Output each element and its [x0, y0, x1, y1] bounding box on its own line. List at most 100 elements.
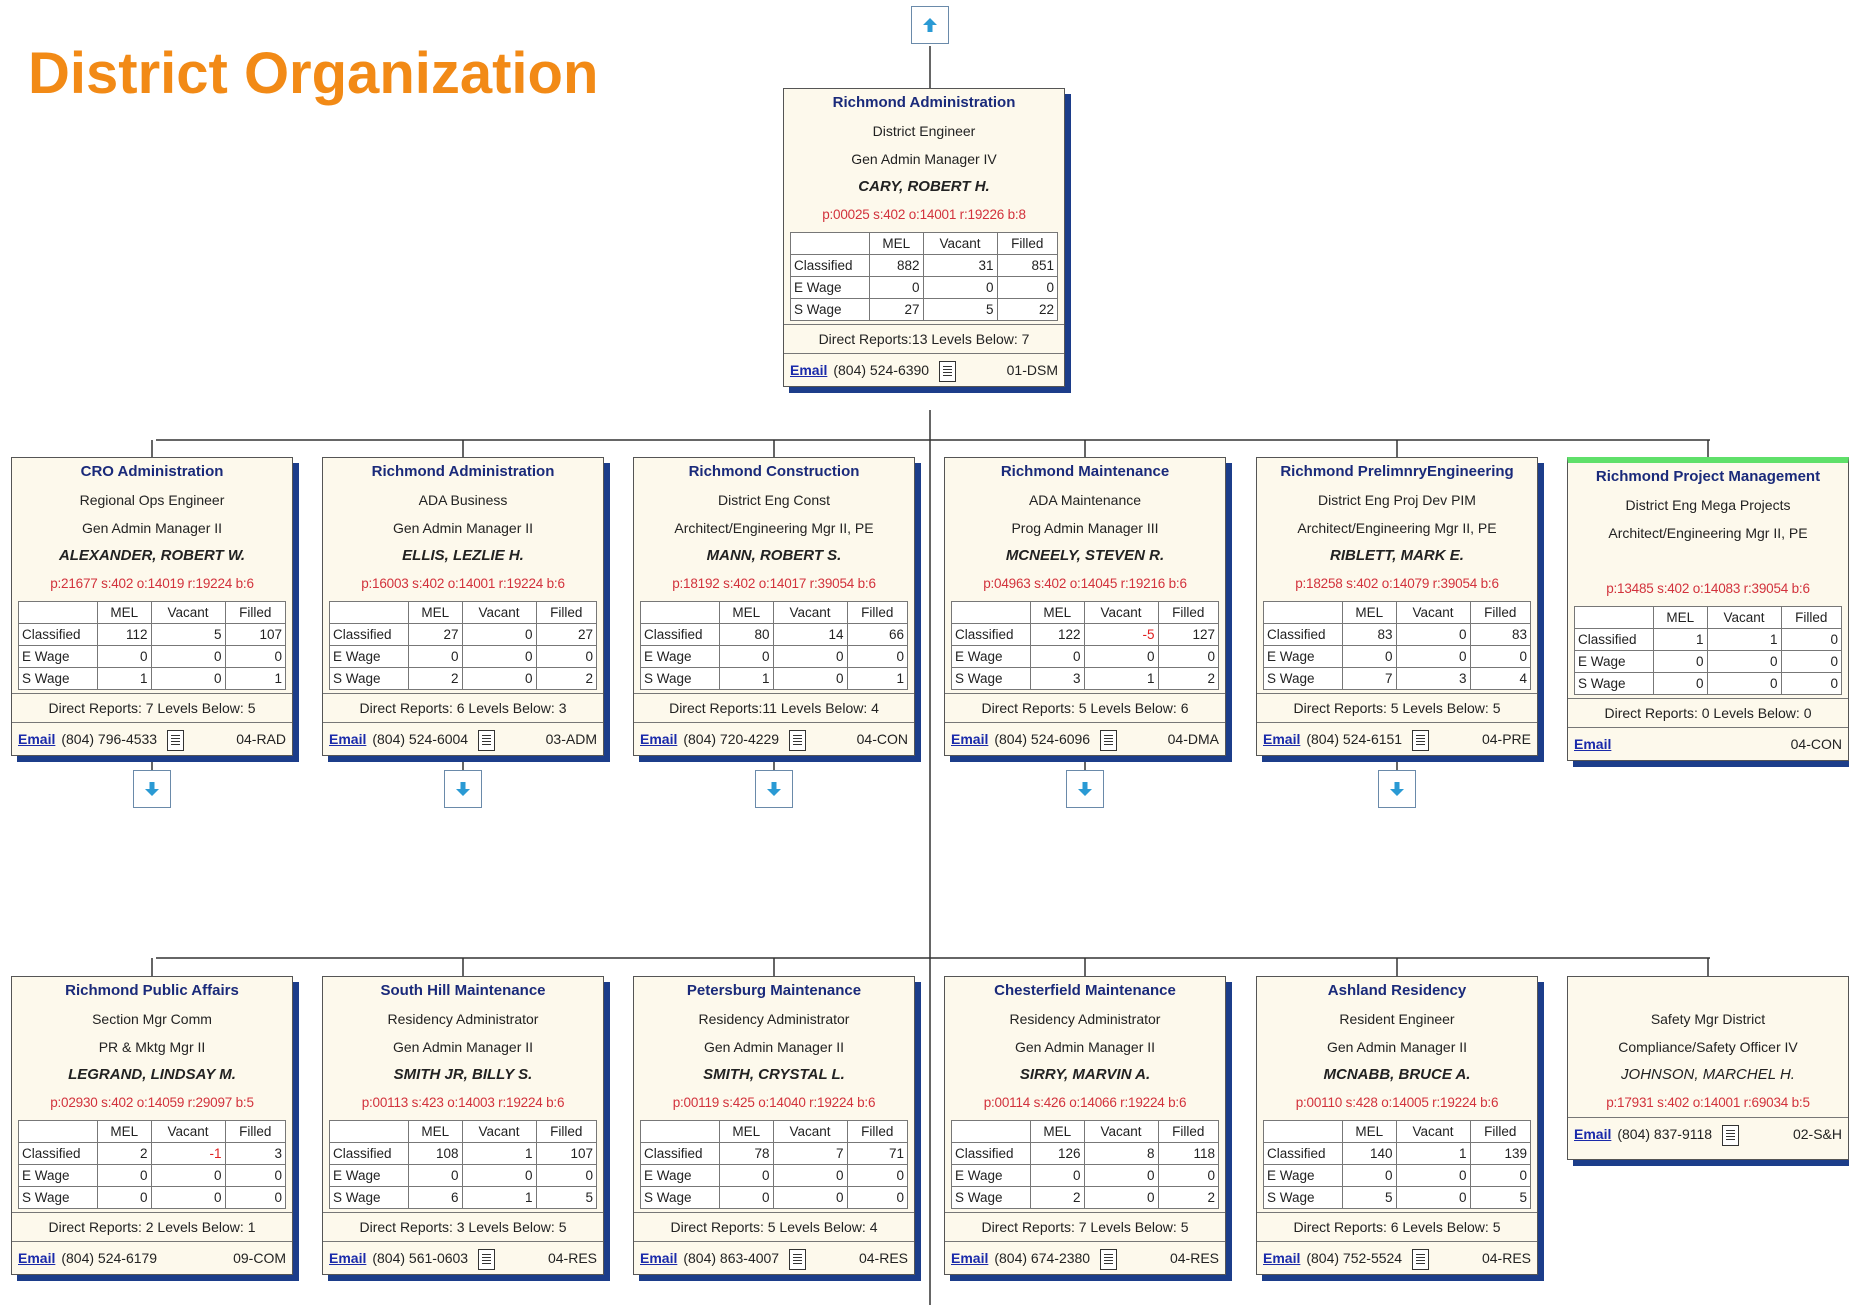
document-icon[interactable] — [789, 729, 807, 751]
expand-down-button[interactable] — [755, 770, 793, 808]
stats-corner — [1574, 606, 1654, 629]
stats-cell: 31 — [922, 254, 998, 277]
stats-row-label: S Wage — [640, 1186, 720, 1209]
stats-cell: 66 — [846, 623, 908, 646]
email-link[interactable]: Email — [951, 1250, 989, 1266]
stats-corner — [1263, 601, 1343, 624]
document-icon[interactable] — [1722, 1124, 1740, 1146]
document-icon[interactable] — [789, 1248, 807, 1270]
expand-up-button[interactable] — [911, 6, 949, 44]
expand-down-button[interactable] — [444, 770, 482, 808]
email-link[interactable]: Email — [790, 362, 828, 378]
document-icon[interactable] — [478, 729, 496, 751]
stats-cell: 0 — [1083, 1186, 1159, 1209]
email-link[interactable]: Email — [1263, 1250, 1301, 1266]
stats-cell: 0 — [1083, 1164, 1159, 1187]
stats-row-label: E Wage — [329, 1164, 409, 1187]
email-link[interactable]: Email — [1574, 1126, 1612, 1142]
stats-header: MEL — [1653, 606, 1708, 629]
arrow-down-icon — [767, 782, 781, 796]
direct-reports: Direct Reports: 6 Levels Below: 3 — [323, 693, 603, 722]
unit-name: Chesterfield Maintenance — [994, 982, 1176, 999]
email-link[interactable]: Email — [329, 731, 367, 747]
arrow-down-icon — [1078, 782, 1092, 796]
stats-header: MEL — [97, 601, 152, 624]
document-icon[interactable] — [1100, 729, 1118, 751]
document-icon[interactable] — [939, 360, 957, 382]
stats-cell: 0 — [1469, 1164, 1531, 1187]
email-link[interactable]: Email — [329, 1250, 367, 1266]
stats-header: Filled — [1469, 601, 1531, 624]
stats-header: Filled — [535, 1120, 597, 1143]
document-icon[interactable] — [478, 1248, 496, 1270]
job-class: PR & Mktg Mgr II — [98, 1039, 206, 1055]
expand-down-button[interactable] — [1066, 770, 1104, 808]
email-link[interactable]: Email — [640, 1250, 678, 1266]
expand-down-button[interactable] — [133, 770, 171, 808]
email-link[interactable]: Email — [1263, 731, 1301, 747]
employee-name: ALEXANDER, ROBERT W. — [58, 547, 246, 564]
stats-cell: 14 — [772, 623, 848, 646]
email-link[interactable]: Email — [18, 1250, 56, 1266]
role-title: ADA Maintenance — [1028, 492, 1142, 508]
stats-cell: 0 — [97, 1164, 152, 1187]
stats-cell: 1 — [1083, 667, 1159, 690]
stats-cell: 5 — [922, 298, 998, 321]
stats-cell: 0 — [224, 1186, 286, 1209]
expand-down-button[interactable] — [1378, 770, 1416, 808]
email-link[interactable]: Email — [18, 731, 56, 747]
stats-header: Vacant — [1706, 606, 1782, 629]
document-icon[interactable] — [1412, 1248, 1430, 1270]
stats-row-label: E Wage — [329, 645, 409, 668]
email-link[interactable]: Email — [640, 731, 678, 747]
document-icon[interactable] — [1100, 1248, 1118, 1270]
employee-name: CARY, ROBERT H. — [858, 178, 990, 195]
job-class: Compliance/Safety Officer IV — [1618, 1039, 1798, 1055]
unit-name: Richmond Administration — [832, 94, 1016, 111]
direct-reports: Direct Reports: 5 Levels Below: 6 — [945, 693, 1225, 722]
employee-name: LEGRAND, LINDSAY M. — [68, 1066, 236, 1083]
stats-header: Filled — [224, 1120, 286, 1143]
email-link[interactable]: Email — [951, 731, 989, 747]
stats-row-label: S Wage — [640, 667, 720, 690]
employee-name: MCNABB, BRUCE A. — [1323, 1066, 1471, 1083]
position-codes: p:18258 s:402 o:14079 r:39054 b:6 — [1295, 576, 1499, 591]
document-icon[interactable] — [1412, 729, 1430, 751]
stats-cell: 0 — [772, 1164, 848, 1187]
employee-name — [1568, 547, 1848, 575]
stats-cell: 107 — [535, 1142, 597, 1165]
email-link[interactable]: Email — [1574, 736, 1612, 752]
document-icon[interactable] — [167, 729, 185, 751]
stats-cell: 1 — [1653, 628, 1708, 651]
position-codes: p:00025 s:402 o:14001 r:19226 b:8 — [822, 207, 1026, 222]
stats-cell: 882 — [869, 254, 924, 277]
job-class: Prog Admin Manager III — [1011, 520, 1159, 536]
role-title: Regional Ops Engineer — [79, 492, 225, 508]
